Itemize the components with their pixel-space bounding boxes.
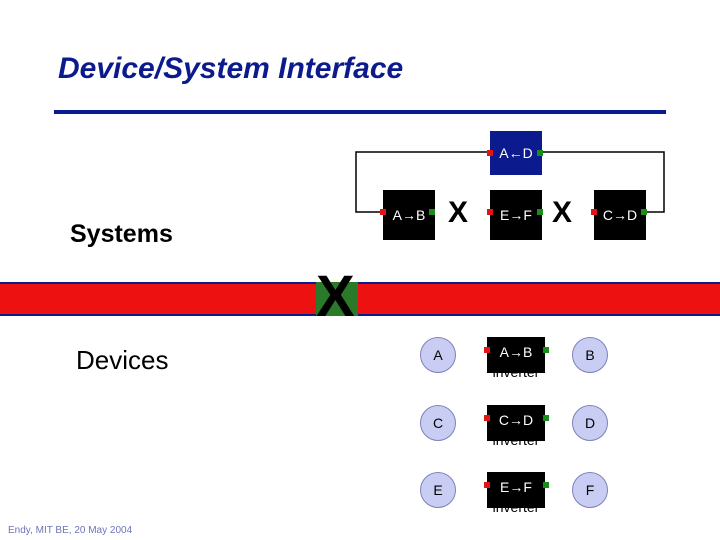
device-output-d: D <box>572 405 608 441</box>
footer-credit: Endy, MIT BE, 20 May 2004 <box>8 525 133 536</box>
port-ab-out <box>429 209 435 215</box>
device-gate-type-1: inverter <box>492 364 540 380</box>
systems-label: Systems <box>70 220 173 248</box>
system-box-top: A←D <box>490 131 542 175</box>
title-divider <box>54 110 666 114</box>
device-gate-ab: A→B <box>487 337 545 373</box>
device-port-cd-in <box>484 415 490 421</box>
blocked-marker-2: X <box>552 196 573 229</box>
port-ef-in <box>487 209 493 215</box>
system-box-ab: A→B <box>383 190 435 240</box>
device-input-a: A <box>420 337 456 373</box>
device-output-f: F <box>572 472 608 508</box>
loop-line-right <box>540 151 665 213</box>
device-port-ef-in <box>484 482 490 488</box>
device-gate-type-2: inverter <box>492 432 540 448</box>
system-box-ef: E→F <box>490 190 542 240</box>
system-box-cd-label: C→D <box>602 207 638 223</box>
barrier-gap <box>316 282 358 316</box>
port-top-in <box>487 150 493 156</box>
device-port-ab-out <box>543 347 549 353</box>
device-gate-cd: C→D <box>487 405 545 441</box>
device-port-ef-out <box>543 482 549 488</box>
port-top-out <box>537 150 543 156</box>
port-ab-in <box>380 209 386 215</box>
loop-line-left <box>355 151 490 213</box>
system-box-ef-label: E→F <box>500 207 532 223</box>
device-input-c: C <box>420 405 456 441</box>
blocked-marker-1: X <box>448 196 469 229</box>
system-box-ab-label: A→B <box>392 207 426 223</box>
port-cd-out <box>641 209 647 215</box>
device-output-b: B <box>572 337 608 373</box>
device-port-cd-out <box>543 415 549 421</box>
devices-label: Devices <box>76 345 169 375</box>
interface-barrier <box>0 282 720 316</box>
device-gate-type-3: inverter <box>492 499 540 515</box>
device-gate-ef: E→F <box>487 472 545 508</box>
system-box-top-label: A←D <box>499 145 533 161</box>
barrier-x-marker: X <box>316 264 355 329</box>
port-ef-out <box>537 209 543 215</box>
system-box-cd: C→D <box>594 190 646 240</box>
device-port-ab-in <box>484 347 490 353</box>
page-title: Device/System Interface <box>58 52 404 85</box>
device-input-e: E <box>420 472 456 508</box>
port-cd-in <box>591 209 597 215</box>
